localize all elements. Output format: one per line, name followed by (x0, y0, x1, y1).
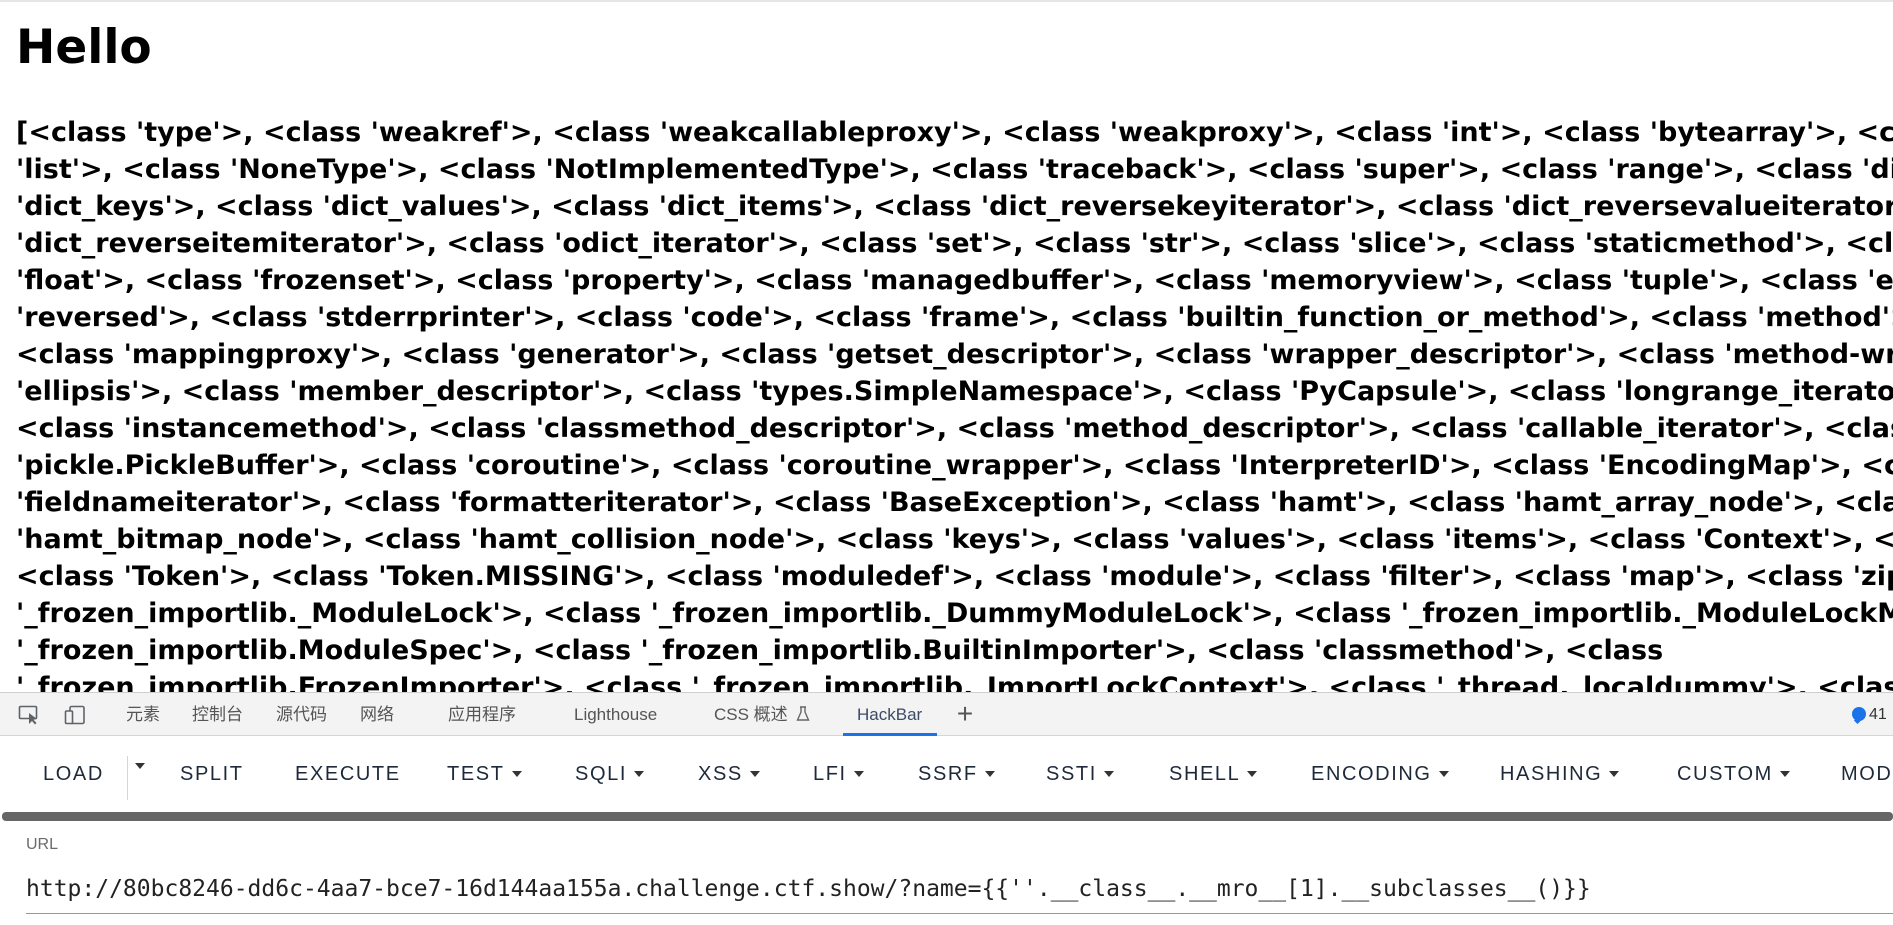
mod-menu-button[interactable]: MOD (1841, 763, 1893, 785)
output-line: 'reversed'>, <class 'stderrprinter'>, <c… (16, 302, 1893, 333)
ssti-menu-label: SSTI (1046, 763, 1097, 785)
output-line: 'list'>, <class 'NoneType'>, <class 'Not… (16, 154, 1893, 185)
encoding-menu-label: ENCODING (1311, 763, 1432, 785)
caret-down-icon (1247, 771, 1258, 777)
caret-down-icon (853, 771, 864, 777)
sqli-menu-label: SQLI (575, 763, 627, 785)
output-line: 'fieldnameiterator'>, <class 'formatteri… (16, 487, 1893, 518)
tab-application[interactable]: 应用程序 (448, 705, 516, 724)
output-line: 'ellipsis'>, <class 'member_descriptor'>… (16, 376, 1893, 407)
output-line: 'float'>, <class 'frozenset'>, <class 'p… (16, 265, 1893, 296)
tab-sources[interactable]: 源代码 (276, 705, 327, 724)
tab-css-overview-label: CSS 概述 (714, 705, 788, 724)
tab-network[interactable]: 网络 (360, 705, 394, 724)
caret-down-icon (1609, 771, 1620, 777)
inspect-element-icon[interactable] (18, 705, 40, 725)
ssrf-menu-button[interactable]: SSRF (918, 755, 995, 793)
test-menu-button[interactable]: TEST (447, 755, 522, 793)
encoding-menu-button[interactable]: ENCODING (1311, 755, 1449, 793)
shell-menu-label: SHELL (1169, 763, 1241, 785)
caret-down-icon (1438, 771, 1449, 777)
toolbar-scrollbar[interactable] (2, 812, 1893, 821)
toolbar-divider (127, 756, 128, 800)
custom-menu-button[interactable]: CUSTOM (1677, 755, 1790, 793)
custom-menu-label: CUSTOM (1677, 763, 1773, 785)
hackbar-toolbar: LOAD SPLIT EXECUTE TEST SQLI XSS LFI SSR… (0, 736, 1893, 812)
device-toolbar-icon[interactable] (64, 705, 86, 725)
message-icon (1852, 707, 1866, 721)
caret-down-icon (1779, 771, 1790, 777)
output-line: 'hamt_bitmap_node'>, <class 'hamt_collis… (16, 524, 1893, 555)
caret-down-icon (511, 771, 522, 777)
tab-css-overview[interactable]: CSS 概述 (714, 693, 810, 736)
caret-down-icon (135, 763, 145, 769)
shell-menu-button[interactable]: SHELL (1169, 755, 1258, 793)
hashing-menu-label: HASHING (1500, 763, 1603, 785)
hashing-menu-button[interactable]: HASHING (1500, 755, 1620, 793)
tab-elements[interactable]: 元素 (126, 705, 160, 724)
output-line: 'dict_keys'>, <class 'dict_values'>, <cl… (16, 191, 1893, 222)
page-view: Hello [<class 'type'>, <class 'weakref'>… (0, 0, 1893, 692)
page-title: Hello (16, 20, 152, 75)
output-line: 'pickle.PickleBuffer'>, <class 'coroutin… (16, 450, 1893, 481)
output-line: <class 'mappingproxy'>, <class 'generato… (16, 339, 1893, 370)
url-input-underline (26, 913, 1893, 914)
issues-count: 41 (1869, 706, 1887, 723)
output-line: '_frozen_importlib._ModuleLock'>, <class… (16, 598, 1893, 629)
lfi-menu-button[interactable]: LFI (813, 755, 864, 793)
ssti-menu-button[interactable]: SSTI (1046, 755, 1114, 793)
caret-down-icon (1103, 771, 1114, 777)
subclasses-output: [<class 'type'>, <class 'weakref'>, <cla… (16, 114, 1893, 692)
flask-icon (796, 706, 810, 721)
output-line: '_frozen_importlib.ModuleSpec'>, <class … (16, 635, 1664, 666)
test-menu-label: TEST (447, 763, 505, 785)
load-dropdown-button[interactable] (135, 755, 149, 793)
lfi-menu-label: LFI (813, 763, 847, 785)
output-line: <class 'instancemethod'>, <class 'classm… (16, 413, 1893, 444)
plus-icon[interactable]: + (956, 698, 974, 729)
tab-console[interactable]: 控制台 (192, 705, 243, 724)
active-tab-indicator (843, 733, 937, 736)
caret-down-icon (749, 771, 760, 777)
output-line: '_frozen_importlib.FrozenImporter'>, <cl… (16, 672, 1893, 692)
url-label: URL (26, 836, 59, 853)
split-button[interactable]: SPLIT (180, 763, 244, 785)
xss-menu-button[interactable]: XSS (698, 755, 760, 793)
output-line: 'dict_reverseitemiterator'>, <class 'odi… (16, 228, 1893, 259)
tab-lighthouse[interactable]: Lighthouse (574, 705, 658, 724)
tab-hackbar[interactable]: HackBar (857, 705, 923, 724)
load-button[interactable]: LOAD (43, 763, 104, 785)
url-panel: URL http://80bc8246-dd6c-4aa7-bce7-16d14… (0, 821, 1893, 925)
ssrf-menu-label: SSRF (918, 763, 978, 785)
xss-menu-label: XSS (698, 763, 743, 785)
output-line: [<class 'type'>, <class 'weakref'>, <cla… (16, 117, 1893, 148)
output-line: <class 'Token'>, <class 'Token.MISSING'>… (16, 561, 1893, 592)
url-input[interactable]: http://80bc8246-dd6c-4aa7-bce7-16d144aa1… (26, 876, 1591, 902)
sqli-menu-button[interactable]: SQLI (575, 755, 644, 793)
caret-down-icon (984, 771, 995, 777)
caret-down-icon (633, 771, 644, 777)
issues-badge[interactable]: 41 (1852, 704, 1887, 726)
execute-button[interactable]: EXECUTE (295, 763, 401, 785)
devtools-tab-bar: 元素 控制台 源代码 网络 应用程序 Lighthouse CSS 概述 Hac… (0, 692, 1893, 736)
